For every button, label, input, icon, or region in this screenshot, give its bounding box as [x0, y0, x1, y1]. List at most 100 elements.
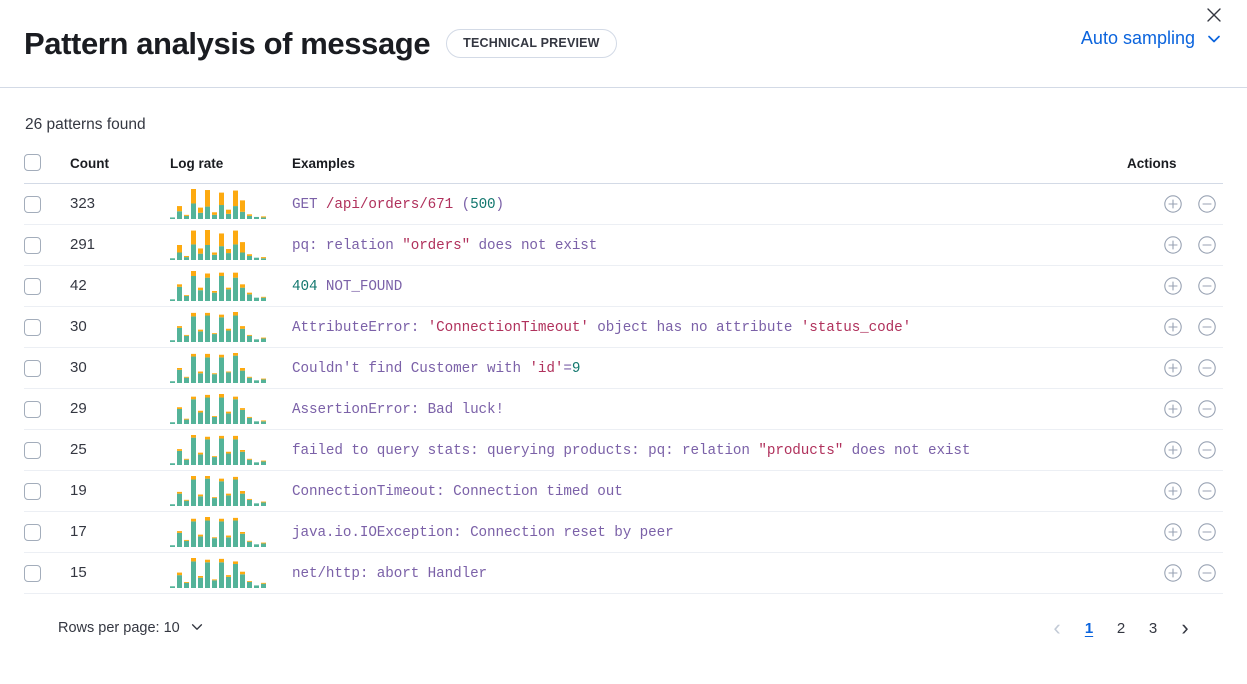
example-cell: AssertionError: Bad luck!	[292, 388, 1127, 430]
auto-sampling-button[interactable]: Auto sampling	[1081, 28, 1223, 49]
example-text: pq: relation "orders" does not exist	[292, 238, 597, 254]
pagination: ‹ 1 2 3 ›	[1043, 614, 1199, 642]
rows-per-page-label: Rows per page: 10	[58, 620, 180, 636]
plus-in-circle-icon[interactable]	[1163, 563, 1183, 583]
column-header-log-rate[interactable]: Log rate	[170, 154, 292, 184]
plus-in-circle-icon[interactable]	[1163, 276, 1183, 296]
example-cell: java.io.IOException: Connection reset by…	[292, 511, 1127, 553]
example-cell: pq: relation "orders" does not exist	[292, 224, 1127, 266]
plus-in-circle-icon[interactable]	[1163, 317, 1183, 337]
table-row[interactable]: 291 pq: relation "orders" does not exist	[24, 224, 1223, 266]
count-value: 15	[70, 564, 87, 581]
row-select-cell	[24, 511, 70, 553]
count-value: 29	[70, 400, 87, 417]
row-checkbox[interactable]	[24, 523, 41, 541]
minus-in-circle-icon[interactable]	[1197, 358, 1217, 378]
minus-in-circle-icon[interactable]	[1197, 440, 1217, 460]
pagination-next-icon[interactable]: ›	[1181, 615, 1189, 640]
row-checkbox[interactable]	[24, 277, 41, 295]
example-token: AttributeError:	[292, 320, 428, 336]
minus-in-circle-icon[interactable]	[1197, 235, 1217, 255]
close-icon[interactable]	[1203, 4, 1225, 26]
count-value: 25	[70, 441, 87, 458]
row-checkbox[interactable]	[24, 441, 41, 459]
count-value: 291	[70, 236, 96, 253]
minus-in-circle-icon[interactable]	[1197, 317, 1217, 337]
example-token: "products"	[758, 443, 844, 459]
example-cell: AttributeError: 'ConnectionTimeout' obje…	[292, 306, 1127, 348]
row-select-cell	[24, 388, 70, 430]
select-all-header	[24, 154, 70, 184]
example-text: AssertionError: Bad luck!	[292, 402, 504, 418]
count-value: 30	[70, 318, 87, 335]
log-rate-sparkline	[170, 347, 292, 389]
row-checkbox[interactable]	[24, 359, 41, 377]
row-select-cell	[24, 470, 70, 512]
row-checkbox[interactable]	[24, 564, 41, 582]
pagination-previous-icon[interactable]: ‹	[1053, 615, 1061, 640]
patterns-table: Count Log rate Examples Actions 323 GET /…	[24, 154, 1223, 594]
table-row[interactable]: 29 AssertionError: Bad luck!	[24, 388, 1223, 430]
example-token: pq: relation	[292, 238, 403, 254]
example-cell: failed to query stats: querying products…	[292, 429, 1127, 471]
minus-in-circle-icon[interactable]	[1197, 563, 1217, 583]
plus-in-circle-icon[interactable]	[1163, 194, 1183, 214]
actions-cell	[1127, 183, 1223, 225]
log-rate-sparkline	[170, 224, 292, 266]
row-checkbox[interactable]	[24, 482, 41, 500]
count-cell: 323	[70, 183, 170, 225]
example-text: ConnectionTimeout: Connection timed out	[292, 484, 623, 500]
chevron-down-icon	[189, 619, 207, 637]
minus-in-circle-icon[interactable]	[1197, 399, 1217, 419]
minus-in-circle-icon[interactable]	[1197, 276, 1217, 296]
actions-cell	[1127, 265, 1223, 307]
minus-in-circle-icon[interactable]	[1197, 481, 1217, 501]
minus-in-circle-icon[interactable]	[1197, 194, 1217, 214]
plus-in-circle-icon[interactable]	[1163, 399, 1183, 419]
row-checkbox[interactable]	[24, 318, 41, 336]
example-token: Couldn't find Customer with	[292, 361, 530, 377]
column-header-actions: Actions	[1127, 154, 1223, 184]
log-rate-sparkline	[170, 552, 292, 594]
log-rate-sparkline	[170, 388, 292, 430]
select-all-checkbox[interactable]	[24, 154, 41, 171]
example-token: object has no attribute	[588, 320, 801, 336]
row-select-cell	[24, 347, 70, 389]
row-select-cell	[24, 183, 70, 225]
plus-in-circle-icon[interactable]	[1163, 235, 1183, 255]
plus-in-circle-icon[interactable]	[1163, 440, 1183, 460]
example-token: GET	[292, 197, 326, 213]
table-head: Count Log rate Examples Actions	[24, 154, 1223, 184]
pagination-page-3[interactable]: 3	[1148, 619, 1158, 637]
example-token: 500	[470, 197, 496, 213]
table-row[interactable]: 25 failed to query stats: querying produc…	[24, 429, 1223, 471]
minus-in-circle-icon[interactable]	[1197, 522, 1217, 542]
row-select-cell	[24, 552, 70, 594]
plus-in-circle-icon[interactable]	[1163, 522, 1183, 542]
row-select-cell	[24, 429, 70, 471]
technical-preview-badge: TECHNICAL PREVIEW	[446, 29, 617, 58]
plus-in-circle-icon[interactable]	[1163, 481, 1183, 501]
table-row[interactable]: 30 AttributeError: 'ConnectionTimeout' ob…	[24, 306, 1223, 348]
plus-in-circle-icon[interactable]	[1163, 358, 1183, 378]
pagination-page-2[interactable]: 2	[1116, 619, 1126, 637]
row-checkbox[interactable]	[24, 236, 41, 254]
row-checkbox[interactable]	[24, 400, 41, 418]
example-text: net/http: abort Handler	[292, 566, 487, 582]
column-header-count[interactable]: Count	[70, 154, 170, 184]
row-checkbox[interactable]	[24, 195, 41, 213]
table-row[interactable]: 15 net/http: abort Handler	[24, 552, 1223, 594]
pagination-page-1[interactable]: 1	[1084, 619, 1094, 637]
table-footer: Rows per page: 10 ‹ 1 2 3 ›	[24, 594, 1223, 642]
column-header-examples[interactable]: Examples	[292, 154, 1127, 184]
count-cell: 42	[70, 265, 170, 307]
example-token: 'id'	[529, 361, 564, 377]
count-cell: 15	[70, 552, 170, 594]
rows-per-page-button[interactable]: Rows per page: 10	[58, 619, 207, 637]
example-token: /api/orders/671	[325, 197, 454, 213]
